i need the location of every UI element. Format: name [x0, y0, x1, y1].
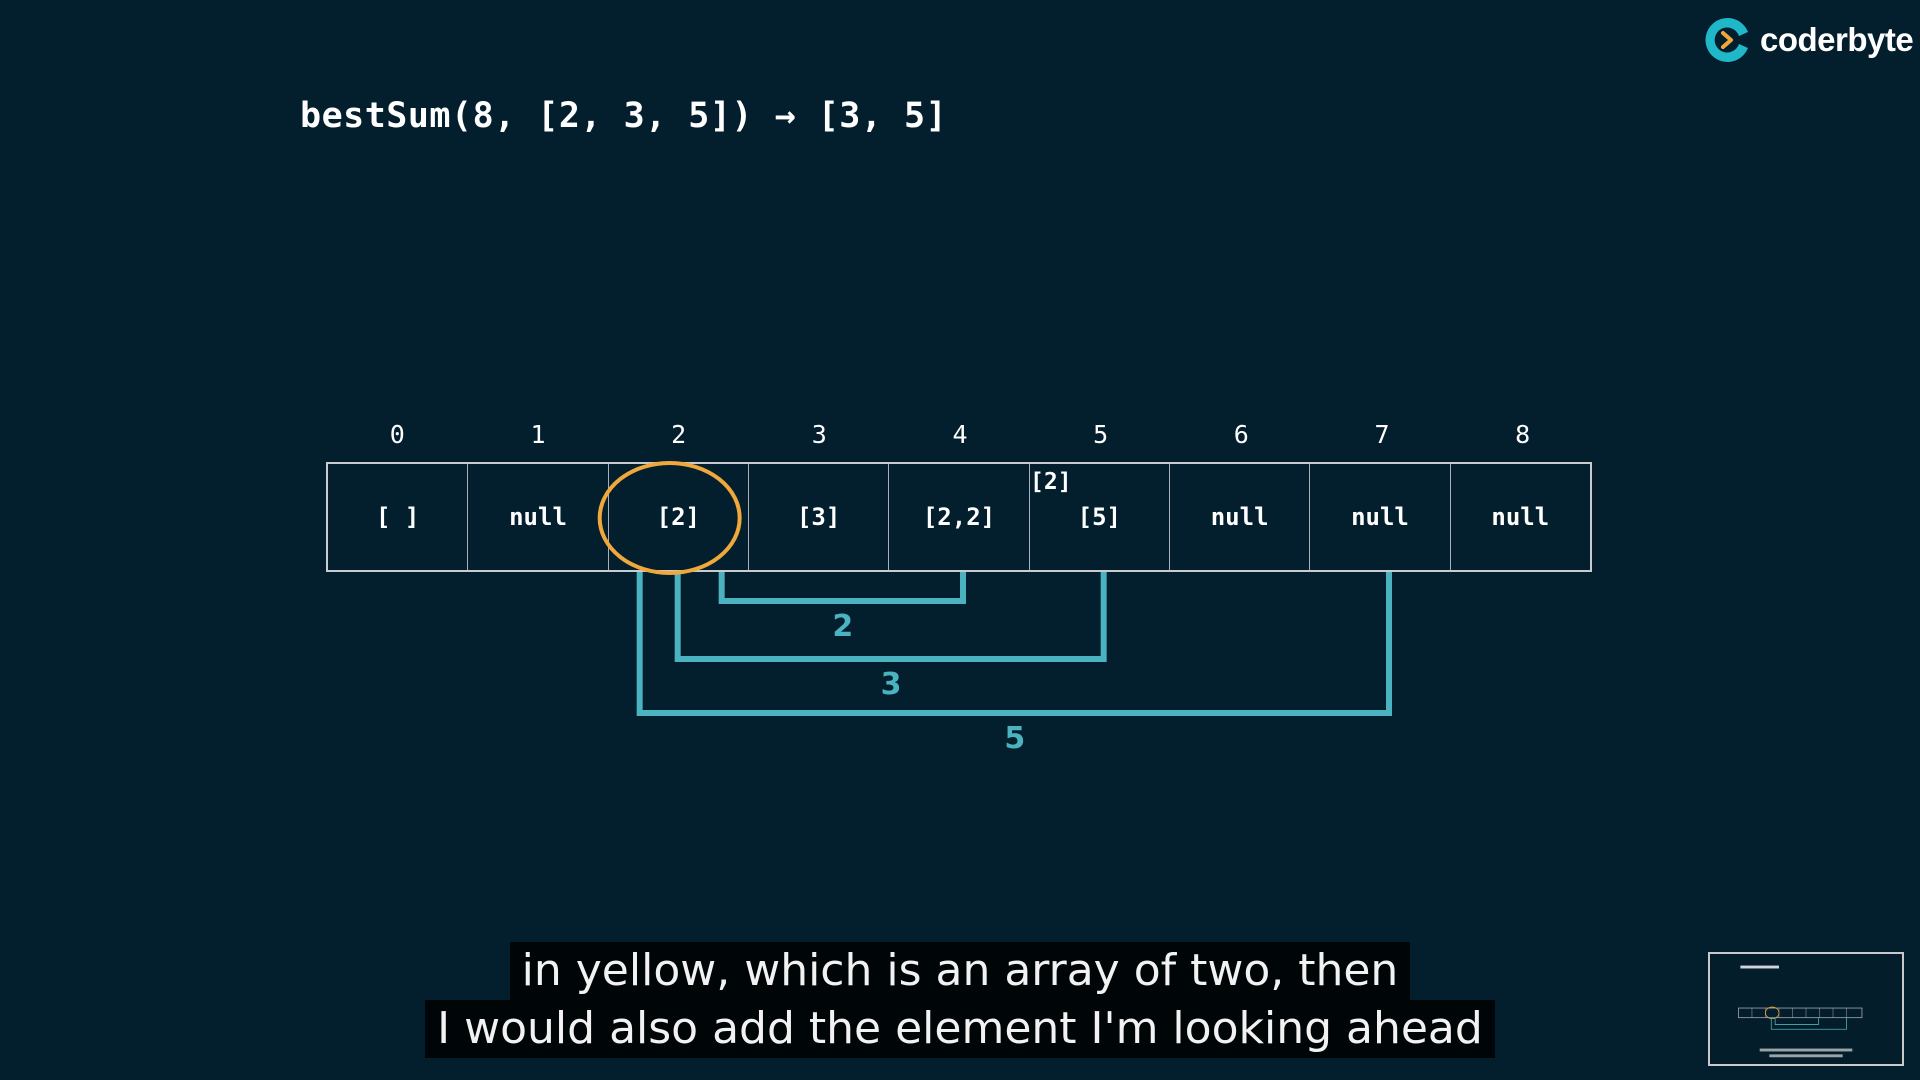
index-row: 0 1 2 3 4 5 6 7 8	[327, 420, 1593, 460]
cell-value: [3]	[796, 503, 841, 531]
table-cell: [3]	[749, 464, 890, 570]
cell-value: null	[1210, 503, 1269, 531]
caption-line-1: in yellow, which is an array of two, the…	[509, 942, 1411, 1000]
branch-label-3: 3	[880, 667, 902, 702]
cell-value: [2]	[656, 503, 700, 531]
index-label: 3	[811, 420, 827, 449]
brand-name: coderbyte	[1760, 21, 1914, 58]
branch-label-5: 5	[1004, 721, 1026, 756]
index-label: 0	[389, 420, 405, 449]
table-cell: null	[1451, 464, 1590, 570]
table-cell: [ ]	[328, 464, 469, 570]
caption: in yellow, which is an array of two, the…	[0, 942, 1920, 1058]
cell-value: [2,2]	[922, 503, 996, 531]
table-cell: null	[468, 464, 609, 570]
coderbyte-logo-icon	[1705, 17, 1748, 62]
video-thumbnail-preview[interactable]	[1708, 952, 1904, 1066]
index-label: 2	[671, 420, 687, 449]
branch-label-2: 2	[832, 609, 854, 644]
index-label: 5	[1093, 420, 1109, 449]
cell-value: null	[1351, 503, 1409, 531]
cell-value: [ ]	[375, 503, 420, 531]
branch-bracket-5	[636, 572, 1392, 716]
table-cell: null	[1310, 464, 1451, 570]
table-cell: [2]	[609, 464, 749, 570]
index-label: 7	[1374, 420, 1390, 449]
cell-value: [5]	[1077, 503, 1121, 531]
pending-value-label: [2]	[1030, 469, 1072, 495]
page-title: bestSum(8, [2, 3, 5]) → [3, 5]	[300, 96, 948, 136]
caption-line-2: I would also add the element I'm looking…	[425, 1000, 1495, 1058]
branch-bracket-3	[674, 572, 1107, 662]
index-label: 1	[530, 420, 546, 449]
cell-value: null	[1491, 503, 1550, 531]
index-label: 6	[1233, 420, 1249, 449]
cell-value: null	[509, 503, 567, 531]
table-cell: null	[1170, 464, 1311, 570]
index-label: 8	[1515, 420, 1531, 449]
table-cell: [2,2]	[889, 464, 1030, 570]
brand-logo: coderbyte	[1702, 14, 1914, 66]
memo-table: [ ] null [2] [3] [2,2] [5] null null null	[326, 462, 1592, 572]
table-cell: [5]	[1030, 464, 1170, 570]
index-label: 4	[952, 420, 968, 449]
branch-bracket-2	[718, 572, 966, 604]
